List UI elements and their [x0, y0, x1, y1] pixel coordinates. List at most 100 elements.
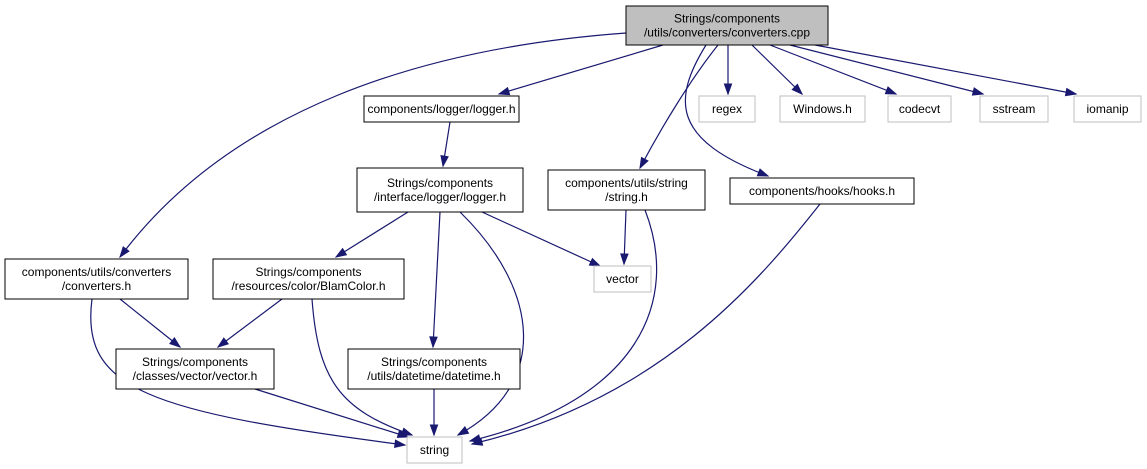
edge-line: [335, 211, 409, 258]
nodes-layer: Strings/components/utils/converters/conv…: [4, 5, 1142, 464]
edge-converters_h-to-vector_h: [119, 298, 182, 348]
node-iface-logger-h[interactable]: Strings/components/interface/logger/logg…: [356, 167, 524, 213]
edge-arrowhead: [429, 424, 439, 437]
node-codecvt: codecvt: [887, 95, 952, 123]
edge-line: [769, 44, 897, 95]
node-box: [212, 258, 405, 300]
edge-line: [217, 298, 283, 348]
edge-arrowhead: [497, 86, 511, 96]
edge-line: [254, 388, 409, 438]
node-label-line: components/utils/string: [565, 176, 688, 190]
edge-arrowhead: [1064, 87, 1078, 97]
edge-arrowhead: [440, 154, 449, 168]
edge-line: [471, 203, 821, 445]
edge-line: [119, 32, 627, 258]
edge-line: [814, 44, 1077, 95]
node-label-line: codecvt: [899, 102, 941, 116]
edge-iface_logger_h-to-blamcolor_h: [334, 211, 409, 258]
edge-line: [498, 44, 664, 95]
node-box: [698, 95, 756, 123]
node-label-line: Strings/components: [381, 355, 487, 369]
node-box: [406, 436, 463, 464]
edge-arrowhead: [396, 429, 410, 438]
edge-hooks_h-to-string_std: [470, 203, 821, 446]
edge-line: [119, 298, 181, 348]
edge-arrowhead: [394, 439, 407, 448]
node-label-line: vector: [606, 272, 639, 286]
node-box: [729, 177, 915, 205]
node-box: [547, 169, 706, 211]
edge-arrowhead: [620, 253, 629, 266]
node-iomanip: iomanip: [1073, 95, 1142, 123]
edge-iface_logger_h-to-datetime_h: [429, 211, 441, 349]
edge-vector_h-to-string_std: [254, 388, 410, 438]
node-box: [887, 95, 952, 123]
edge-line: [457, 211, 525, 436]
edge-converters_cpp-to-logger_h: [497, 44, 664, 96]
edge-logger_h-to-iface_logger_h: [440, 121, 451, 168]
node-label-line: components/utils/converters: [22, 265, 171, 279]
edge-converters_cpp-to-iomanip: [814, 44, 1078, 97]
node-label-line: Strings/components: [255, 265, 361, 279]
edge-line: [684, 44, 769, 177]
edge-datetime_h-to-string_std: [429, 389, 439, 437]
node-label-line: /utils/converters/converters.cpp: [644, 26, 810, 40]
edge-blamcolor_h-to-vector_h: [216, 298, 283, 348]
node-box: [363, 95, 520, 123]
node-label-line: /converters.h: [62, 279, 131, 293]
edge-line: [789, 44, 984, 95]
node-datetime-h[interactable]: Strings/components/utils/datetime/dateti…: [347, 348, 521, 390]
node-box: [625, 5, 829, 46]
node-logger-h[interactable]: components/logger/logger.h: [363, 95, 520, 123]
node-label-line: components/logger/logger.h: [367, 102, 515, 116]
edge-converters_cpp-to-windows_h: [751, 44, 804, 96]
edge-arrowhead: [400, 427, 414, 436]
node-box: [1073, 95, 1142, 123]
node-windows-h: Windows.h: [779, 95, 866, 123]
node-label-line: regex: [712, 102, 742, 116]
node-sstream: sstream: [979, 95, 1049, 123]
node-box: [779, 95, 866, 123]
edge-arrowhead: [756, 168, 770, 177]
node-label-line: Strings/components: [674, 12, 780, 26]
edge-arrowhead: [169, 337, 182, 348]
edge-converters_cpp-to-regex: [723, 45, 733, 96]
node-string-std: string: [406, 436, 463, 464]
node-box: [356, 167, 524, 213]
node-label-line: /classes/vector/vector.h: [133, 369, 258, 383]
node-box: [593, 265, 652, 293]
edge-converters_cpp-to-string_h: [639, 44, 719, 170]
edge-arrowhead: [470, 437, 484, 446]
edge-arrowhead: [334, 247, 348, 258]
node-converters-h[interactable]: components/utils/converters/converters.h: [4, 258, 189, 300]
node-label-line: Strings/components: [387, 176, 493, 190]
node-blamcolor-h[interactable]: Strings/components/resources/color/BlamC…: [212, 258, 405, 300]
edge-converters_h-to-string_std: [90, 298, 407, 448]
edge-line: [311, 298, 413, 436]
edge-line: [432, 211, 441, 348]
edge-iface_logger_h-to-vector_std: [481, 211, 602, 267]
node-vector-h[interactable]: Strings/components/classes/vector/vector…: [115, 348, 275, 390]
edge-arrowhead: [588, 257, 602, 267]
node-label-line: iomanip: [1086, 102, 1128, 116]
edges-layer: [90, 32, 1078, 448]
edge-blamcolor_h-to-string_std: [311, 298, 414, 436]
node-label-line: /resources/color/BlamColor.h: [231, 279, 385, 293]
edge-line: [639, 44, 719, 169]
edge-arrowhead: [723, 83, 733, 96]
node-vector-std: vector: [593, 265, 652, 293]
edge-arrowhead: [639, 156, 649, 170]
node-label-line: Strings/components: [142, 355, 248, 369]
node-string-h[interactable]: components/utils/string/string.h: [547, 169, 706, 211]
edge-line: [469, 209, 658, 442]
edge-iface_logger_h-to-string_std: [456, 211, 525, 436]
edge-arrowhead: [119, 246, 130, 259]
edge-converters_cpp-to-hooks_h: [684, 44, 770, 177]
node-label-line: sstream: [993, 102, 1036, 116]
node-hooks-h[interactable]: components/hooks/hooks.h: [729, 177, 915, 205]
node-box: [979, 95, 1049, 123]
edge-line: [90, 298, 406, 446]
node-converters-cpp[interactable]: Strings/components/utils/converters/conv…: [625, 5, 829, 46]
edge-line: [751, 44, 803, 95]
